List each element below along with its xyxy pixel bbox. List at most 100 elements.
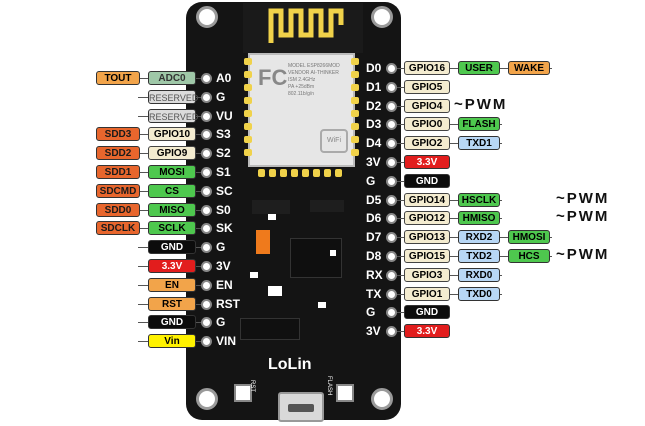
- pin-function-tag: MISO: [148, 202, 196, 217]
- header-pin: [201, 317, 212, 329]
- header-pin: [201, 129, 212, 141]
- pin-function-tag: HSCLK: [458, 192, 500, 207]
- usb-uart-chip: [290, 238, 342, 278]
- antenna-area: [243, 3, 363, 53]
- pin-function-tag: HMOSI: [508, 230, 550, 245]
- pin-label: SK: [216, 221, 233, 236]
- pin-function-tag: Vin: [148, 334, 196, 349]
- pin-label: VIN: [216, 334, 237, 349]
- pin-function-tag: HMISO: [458, 211, 500, 226]
- module-pad: [244, 97, 252, 104]
- pin-function-tag: TOUT: [96, 71, 140, 85]
- header-pin: [201, 110, 212, 122]
- pin-function-tag: GND: [148, 240, 196, 255]
- pin-function-tag: GPIO14: [404, 192, 450, 207]
- module-pad: [244, 149, 252, 156]
- pin-function-tag: GPIO10: [148, 127, 196, 142]
- pin-function-tag: GPIO5: [404, 79, 450, 94]
- capacitor: [256, 230, 270, 254]
- pin-function-tag: 3.3V: [404, 155, 450, 169]
- module-pad: [291, 169, 298, 177]
- module-pad: [244, 123, 252, 130]
- module-pad: [335, 169, 342, 177]
- header-pin: [201, 73, 212, 84]
- module-pad: [351, 110, 359, 117]
- header-pin: [386, 269, 397, 281]
- pin-label: G: [216, 240, 226, 255]
- header-pin: [201, 204, 212, 216]
- header-pin: [386, 157, 397, 168]
- module-pad: [351, 84, 359, 91]
- flash-button-label: FLASH: [326, 376, 332, 396]
- pin-function-tag: FLASH: [458, 117, 500, 132]
- header-pin: [386, 119, 397, 131]
- pin-function-tag: MOSI: [148, 165, 196, 179]
- pin-function-tag: GPIO0: [404, 117, 450, 132]
- header-pin: [386, 63, 397, 74]
- flash-button[interactable]: [336, 384, 354, 402]
- pin-function-tag: TXD2: [458, 249, 500, 263]
- header-pin: [201, 298, 212, 310]
- pin-label: 3V: [366, 155, 381, 169]
- header-pin: [386, 138, 397, 150]
- pin-label: D7: [366, 230, 382, 245]
- header-pin: [386, 307, 397, 319]
- pwm-label: ~PWM: [556, 208, 610, 226]
- reset-button[interactable]: [234, 384, 252, 402]
- module-pad: [244, 136, 252, 143]
- pin-function-tag: HCS: [508, 249, 550, 263]
- pin-function-tag: EN: [148, 277, 196, 292]
- module-pad: [351, 123, 359, 130]
- pin-function-tag: GPIO2: [404, 136, 450, 151]
- pin-function-tag: GPIO15: [404, 249, 450, 263]
- pin-label: G: [366, 173, 376, 188]
- pin-function-tag: RESERVED: [148, 108, 198, 123]
- pin-function-tag: RESERVED: [148, 89, 198, 104]
- pin-label: D6: [366, 211, 382, 226]
- module-pad: [244, 110, 252, 117]
- pin-function-tag: GND: [404, 305, 450, 320]
- pin-label: TX: [366, 286, 382, 301]
- pin-function-tag: SDCLK: [96, 221, 140, 236]
- mounting-hole: [371, 6, 393, 28]
- module-pad: [244, 58, 252, 65]
- pin-function-tag: GPIO13: [404, 230, 450, 245]
- pwm-label: ~PWM: [454, 95, 508, 113]
- pin-function-tag: SDD2: [96, 146, 140, 161]
- header-pin: [386, 251, 397, 262]
- shield-text: MODEL ESP8266MOD VENDOR AI-THINKER ISM 2…: [288, 63, 340, 97]
- pin-function-tag: RXD0: [458, 267, 500, 282]
- pin-function-tag: GPIO16: [404, 61, 450, 75]
- pin-label: G: [216, 315, 226, 330]
- pin-label: VU: [216, 108, 233, 123]
- module-pad: [258, 169, 265, 177]
- pin-label: S1: [216, 165, 231, 179]
- antenna-trace-icon: [268, 8, 344, 43]
- pin-function-tag: CS: [148, 183, 196, 198]
- header-pin: [201, 261, 212, 272]
- smd-component: [252, 200, 290, 214]
- module-pad: [244, 84, 252, 91]
- pin-function-tag: ADC0: [148, 71, 196, 85]
- pin-function-tag: 3.3V: [148, 259, 196, 273]
- pin-function-tag: SDD0: [96, 202, 140, 217]
- module-pad: [269, 169, 276, 177]
- pin-label: D3: [366, 117, 382, 132]
- pin-function-tag: 3.3V: [404, 324, 450, 339]
- pin-function-tag: RXD2: [458, 230, 500, 245]
- pin-function-tag: SDD3: [96, 127, 140, 142]
- header-pin: [201, 223, 212, 235]
- smd-component: [250, 272, 258, 278]
- pin-label: D1: [366, 79, 382, 94]
- pin-function-tag: WAKE: [508, 61, 550, 75]
- header-pin: [386, 81, 397, 93]
- mounting-hole: [371, 388, 393, 410]
- pin-function-tag: RST: [148, 296, 196, 311]
- fcc-logo: FC: [258, 65, 288, 90]
- pin-label: D8: [366, 249, 382, 263]
- pwm-label: ~PWM: [556, 246, 610, 263]
- pin-function-tag: USER: [458, 61, 500, 75]
- module-pad: [244, 71, 252, 78]
- micro-usb-port: [278, 392, 324, 422]
- pwm-label: ~PWM: [556, 189, 610, 207]
